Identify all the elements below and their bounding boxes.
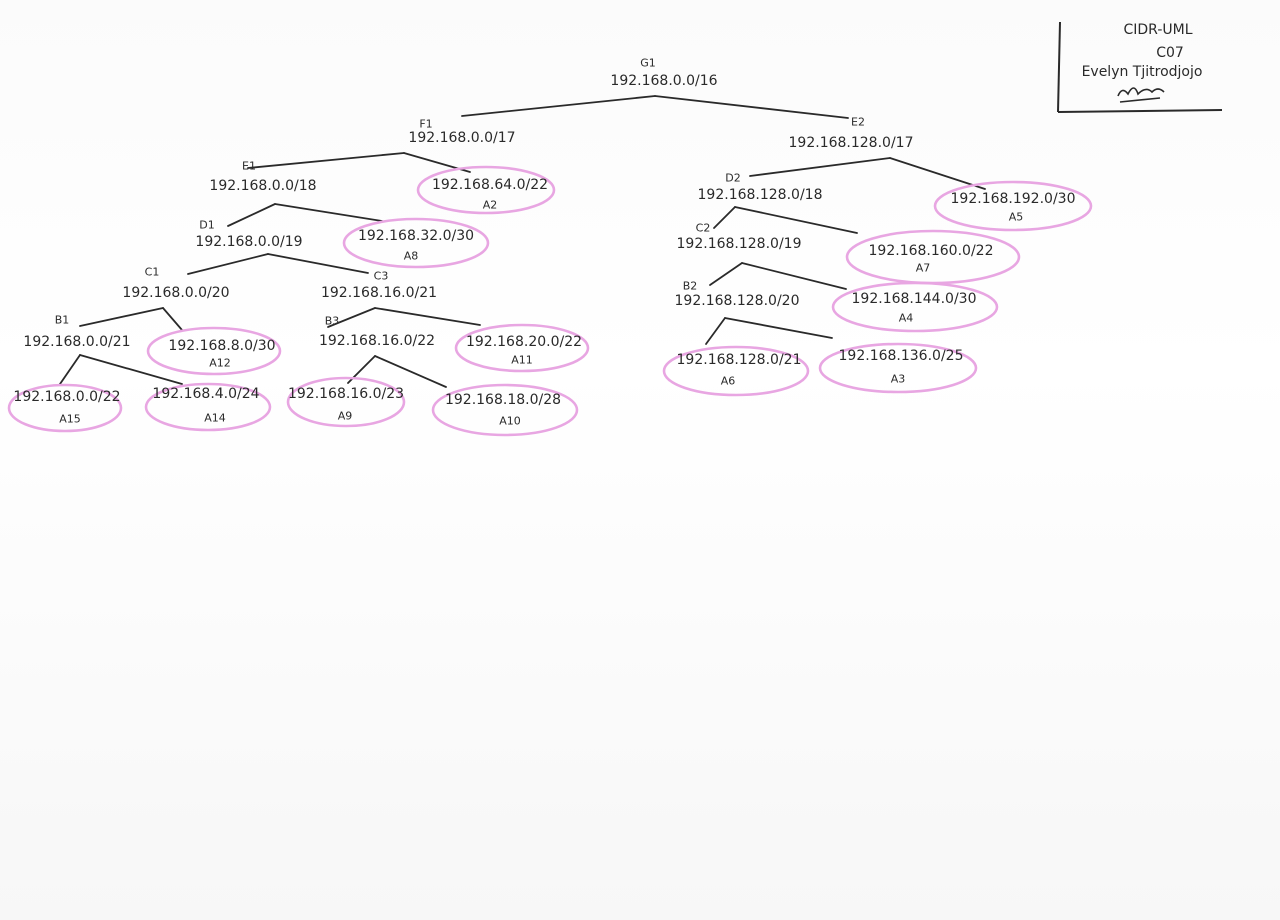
- node-d2-network: 192.168.128.0/18: [697, 187, 823, 203]
- node-c2-network: 192.168.128.0/19: [676, 236, 802, 252]
- highlight-a15: [7, 383, 123, 433]
- node-b3-name: B3: [324, 314, 340, 328]
- node-a4-network: 192.168.144.0/30: [851, 291, 977, 307]
- node-a6-network: 192.168.128.0/21: [676, 352, 802, 368]
- node-a9-name: A9: [337, 409, 353, 423]
- node-e2-name: E2: [851, 115, 865, 129]
- edge-b1-a15: [59, 354, 81, 385]
- node-g1-name: G1: [640, 56, 656, 70]
- node-c3-network: 192.168.16.0/21: [320, 285, 438, 301]
- highlight-a14: [144, 382, 272, 432]
- edge-g1-e2: [654, 95, 849, 119]
- node-b3-network: 192.168.16.0/22: [318, 333, 436, 349]
- edge-d2-c2: [713, 206, 736, 229]
- node-a10-name: A10: [499, 414, 521, 428]
- node-a9-network: 192.168.16.0/23: [287, 386, 405, 402]
- node-a15-network: 192.168.0.0/22: [13, 389, 121, 405]
- node-c3-name: C3: [373, 269, 389, 283]
- node-a2-network: 192.168.64.0/22: [431, 177, 549, 193]
- node-b1-network: 192.168.0.0/21: [23, 334, 131, 350]
- edge-d2-a7: [734, 206, 858, 234]
- edge-c3-a11: [374, 307, 481, 326]
- edge-b1-a14: [79, 354, 183, 385]
- edge-d1-c3: [267, 253, 369, 274]
- node-f1-network: 192.168.0.0/17: [408, 130, 516, 146]
- highlight-a6: [662, 345, 810, 397]
- highlight-a10: [431, 383, 579, 437]
- edge-b2-a6: [705, 317, 726, 345]
- highlight-a9: [286, 376, 406, 428]
- edge-c1-a12: [162, 307, 183, 331]
- signature-box-bottom-line: [1057, 109, 1223, 113]
- node-a5-name: A5: [1008, 210, 1024, 224]
- node-a8-name: A8: [403, 249, 419, 263]
- node-c1-network: 192.168.0.0/20: [122, 285, 230, 301]
- highlight-a12: [146, 326, 282, 376]
- node-a11-name: A11: [511, 353, 533, 367]
- node-a8-network: 192.168.32.0/30: [357, 228, 475, 244]
- highlight-a11: [454, 323, 590, 373]
- node-e1-network: 192.168.0.0/18: [209, 178, 317, 194]
- edge-b2-a3: [724, 317, 833, 339]
- signature-box-left-line: [1057, 21, 1061, 113]
- node-c2-name: C2: [695, 221, 711, 235]
- edge-f1-e1: [247, 152, 405, 169]
- edge-b3-a10: [374, 355, 447, 388]
- node-a7-network: 192.168.160.0/22: [868, 243, 994, 259]
- edge-e2-d2: [749, 157, 891, 177]
- node-a6-name: A6: [720, 374, 736, 388]
- node-a5-network: 192.168.192.0/30: [950, 191, 1076, 207]
- node-b2-name: B2: [682, 279, 698, 293]
- node-a3-name: A3: [890, 372, 906, 386]
- highlight-a8: [342, 217, 490, 269]
- edge-d1-c1: [187, 253, 269, 275]
- signature-scribble: [1117, 87, 1165, 103]
- node-d2-name: D2: [725, 171, 741, 185]
- node-d1-network: 192.168.0.0/19: [195, 234, 303, 250]
- node-a14-network: 192.168.4.0/24: [152, 386, 260, 402]
- edge-c2-a4: [741, 262, 847, 290]
- signature-author: Evelyn Tjitrodjojo: [1081, 64, 1203, 80]
- edge-e1-d1: [227, 203, 276, 227]
- edge-e2-a5: [889, 157, 986, 190]
- node-a12-network: 192.168.8.0/30: [168, 338, 276, 354]
- edge-c2-b2: [709, 262, 743, 286]
- node-a10-network: 192.168.18.0/28: [444, 392, 562, 408]
- node-a15-name: A15: [59, 412, 81, 426]
- node-e1-name: E1: [242, 159, 256, 173]
- highlight-a3: [818, 342, 978, 394]
- edge-c3-b3: [327, 307, 376, 328]
- signature-group: C07: [1156, 45, 1184, 61]
- node-g1-network: 192.168.0.0/16: [610, 73, 718, 89]
- signature-title: CIDR-UML: [1123, 22, 1193, 38]
- node-a14-name: A14: [204, 411, 226, 425]
- edge-g1-f1: [461, 95, 656, 117]
- node-a2-name: A2: [482, 198, 498, 212]
- node-c1-name: C1: [144, 265, 160, 279]
- edge-e1-a8: [274, 203, 383, 222]
- node-a7-name: A7: [915, 261, 931, 275]
- edge-c1-b1: [79, 307, 164, 327]
- node-b1-name: B1: [54, 313, 70, 327]
- node-d1-name: D1: [199, 218, 215, 232]
- signature-box: [1057, 21, 1223, 113]
- node-b2-network: 192.168.128.0/20: [674, 293, 800, 309]
- highlight-a4: [831, 281, 999, 333]
- node-a12-name: A12: [209, 356, 231, 370]
- node-e2-network: 192.168.128.0/17: [788, 135, 914, 151]
- node-a3-network: 192.168.136.0/25: [838, 348, 964, 364]
- node-a4-name: A4: [898, 311, 914, 325]
- node-f1-name: F1: [419, 117, 433, 131]
- highlight-a2: [416, 165, 556, 215]
- node-a11-network: 192.168.20.0/22: [465, 334, 583, 350]
- highlight-a5: [933, 180, 1093, 232]
